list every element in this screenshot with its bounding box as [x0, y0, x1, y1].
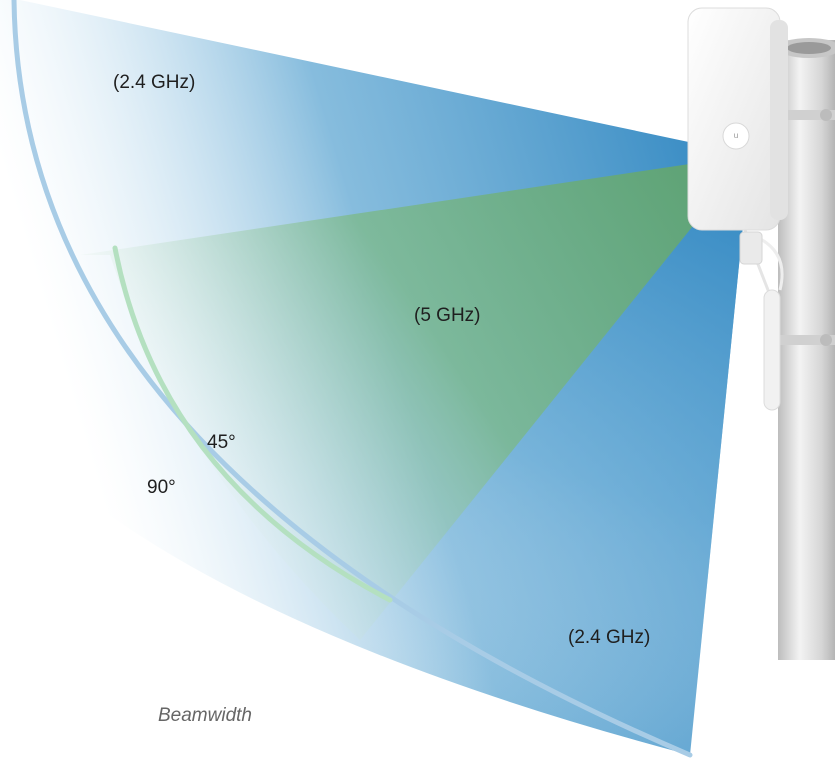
- antenna-unit-icon: ᵘ: [687, 7, 788, 265]
- label-5ghz: (5 GHz): [414, 305, 481, 326]
- beam-5ghz: [80, 155, 750, 640]
- arc-45: [112, 245, 393, 603]
- label-45-degrees: 45°: [207, 432, 236, 453]
- caption-beamwidth: Beamwidth: [158, 705, 252, 726]
- label-24ghz-bottom: (2.4 GHz): [568, 627, 650, 648]
- label-90-degrees: 90°: [147, 477, 176, 498]
- beam-24ghz-lower: [360, 155, 750, 755]
- label-24ghz-top: (2.4 GHz): [113, 72, 195, 93]
- svg-text:ᵘ: ᵘ: [734, 130, 739, 144]
